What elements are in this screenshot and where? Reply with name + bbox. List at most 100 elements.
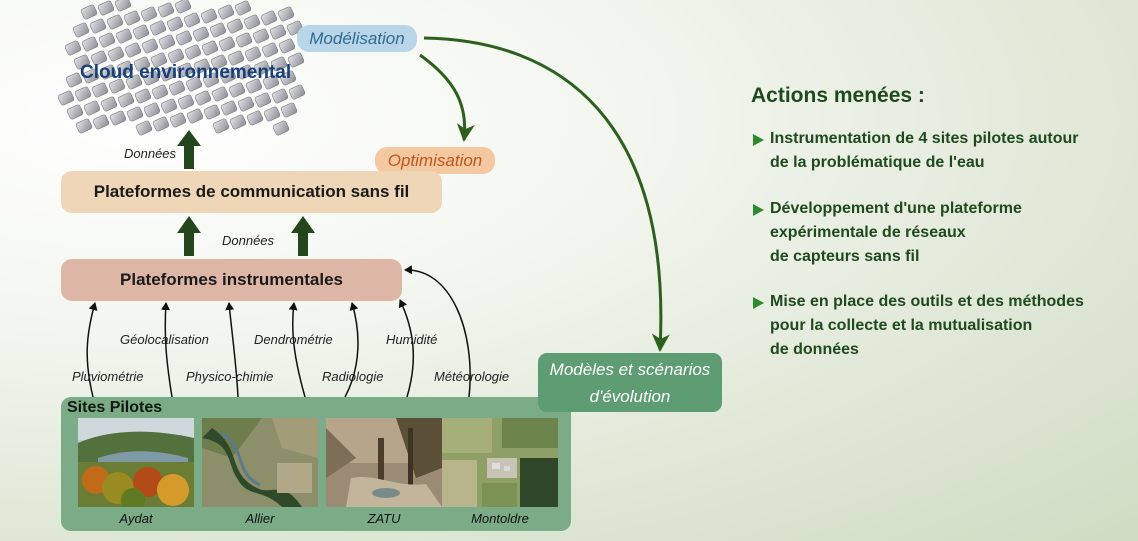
cloud-cube bbox=[269, 24, 287, 40]
cloud-cube bbox=[123, 10, 141, 26]
action-item-text: Mise en place des outils et des méthodes… bbox=[770, 293, 1084, 358]
cloud-cube bbox=[143, 102, 161, 118]
cloud-cube bbox=[194, 90, 212, 106]
cloud-cube bbox=[134, 88, 152, 104]
action-item: Mise en place des outils et des méthodes… bbox=[753, 290, 1138, 362]
measurement-label: Météorologie bbox=[434, 369, 510, 384]
cloud-cube bbox=[202, 72, 220, 88]
cloud-cube bbox=[160, 98, 178, 114]
cloud-cube bbox=[98, 32, 116, 48]
cloud-cube bbox=[115, 28, 133, 44]
cloud-cube bbox=[168, 80, 186, 96]
cloud-cube bbox=[72, 22, 90, 38]
cloud-cube bbox=[135, 120, 153, 136]
cloud-cube bbox=[226, 18, 244, 34]
modelisation-to-models-arrow bbox=[423, 36, 670, 352]
cloud-cube bbox=[149, 20, 167, 36]
site-caption: ZATU bbox=[367, 511, 401, 526]
communication-platform-box: Plateformes de communication sans fil bbox=[61, 171, 442, 213]
action-item-text: Instrumentation de 4 sites pilotes autou… bbox=[770, 130, 1079, 171]
sensor-arrow bbox=[404, 265, 471, 398]
cloud-cube bbox=[74, 86, 92, 102]
models-box-line2: d'évolution bbox=[589, 386, 671, 406]
cloud-cube bbox=[75, 118, 93, 134]
cloud-cube bbox=[236, 64, 254, 80]
cloud-cube bbox=[114, 0, 132, 12]
cloud-cube bbox=[209, 22, 227, 38]
cloud-cube bbox=[272, 120, 290, 136]
models-box-line1: Modèles et scénarios bbox=[549, 359, 711, 379]
cloud-cube bbox=[217, 4, 235, 20]
cloud-cube bbox=[117, 92, 135, 108]
data-label: Données bbox=[124, 146, 177, 161]
cloud-cube bbox=[89, 18, 107, 34]
cloud-cube bbox=[262, 74, 280, 90]
cloud-cube bbox=[279, 70, 297, 86]
sensor-arrow bbox=[288, 302, 306, 398]
cloud-cube bbox=[271, 88, 289, 104]
cloud-cube bbox=[261, 42, 279, 58]
cloud-cube bbox=[81, 36, 99, 52]
cloud-cube bbox=[253, 60, 271, 76]
cloud-cube bbox=[278, 38, 296, 54]
cloud-cube bbox=[108, 78, 126, 94]
cloud-cube bbox=[100, 96, 118, 112]
cloud-cube bbox=[243, 14, 261, 30]
cloud-cube bbox=[150, 52, 168, 68]
cloud-cube bbox=[252, 28, 270, 44]
cloud-cube bbox=[169, 112, 187, 128]
cloud-cube bbox=[245, 78, 263, 94]
cloud-cube bbox=[201, 40, 219, 56]
measurement-label: Physico-chimie bbox=[186, 369, 274, 384]
cloud-cube bbox=[203, 104, 221, 120]
site-photo-aydat bbox=[78, 418, 194, 507]
pilot-sites-title: Sites Pilotes bbox=[67, 399, 163, 416]
bullet-triangle-icon bbox=[753, 297, 764, 309]
cloud-cube bbox=[218, 36, 236, 52]
cloud-cube bbox=[109, 110, 127, 126]
cloud-cube bbox=[184, 44, 202, 60]
cloud-cube bbox=[263, 106, 281, 122]
cloud-cube bbox=[158, 34, 176, 50]
cloud-cube bbox=[132, 24, 150, 40]
cloud-cube bbox=[80, 4, 98, 20]
cloud-cube bbox=[92, 114, 110, 130]
models-scenarios-box: Modèles et scénarios d'évolution bbox=[538, 353, 722, 412]
cloud-cube bbox=[270, 56, 288, 72]
site-caption: Aydat bbox=[119, 511, 153, 526]
cloud-cube bbox=[176, 62, 194, 78]
cloud-cube bbox=[229, 114, 247, 130]
cloud-cube bbox=[183, 12, 201, 28]
cloud-cube bbox=[288, 84, 306, 100]
cloud-cube bbox=[192, 26, 210, 42]
modelisation-to-optimisation-arrow bbox=[419, 53, 475, 142]
cloud-cube bbox=[141, 38, 159, 54]
cloud-cube bbox=[200, 8, 218, 24]
cloud-cube bbox=[211, 86, 229, 102]
data-flow-arrow bbox=[177, 130, 201, 169]
cloud-cube bbox=[125, 74, 143, 90]
cloud-cube bbox=[140, 6, 158, 22]
sensor-arrow bbox=[344, 302, 359, 398]
site-caption: Montoldre bbox=[471, 511, 529, 526]
cloud-cube bbox=[159, 66, 177, 82]
action-item-text: Développement d'une plateforme expérimen… bbox=[770, 200, 1022, 265]
cloud-cube bbox=[116, 60, 134, 76]
cloud-cube bbox=[124, 42, 142, 58]
cloud-cube bbox=[64, 40, 82, 56]
cloud-cube bbox=[244, 46, 262, 62]
modelisation-pill: Modélisation bbox=[297, 25, 417, 52]
measurement-label: Pluviométrie bbox=[72, 369, 144, 384]
cloud-cube bbox=[65, 72, 83, 88]
cloud-cube bbox=[228, 82, 246, 98]
cloud-cube bbox=[57, 90, 75, 106]
cloud-cube bbox=[219, 68, 237, 84]
sensor-arrow bbox=[398, 299, 415, 398]
cloud-cube bbox=[91, 82, 109, 98]
data-flow-arrow bbox=[177, 216, 201, 256]
site-photo-montoldre bbox=[442, 418, 558, 507]
site-photo-allier bbox=[202, 418, 318, 507]
cloud-cube bbox=[280, 102, 298, 118]
cloud-cube bbox=[66, 104, 84, 120]
